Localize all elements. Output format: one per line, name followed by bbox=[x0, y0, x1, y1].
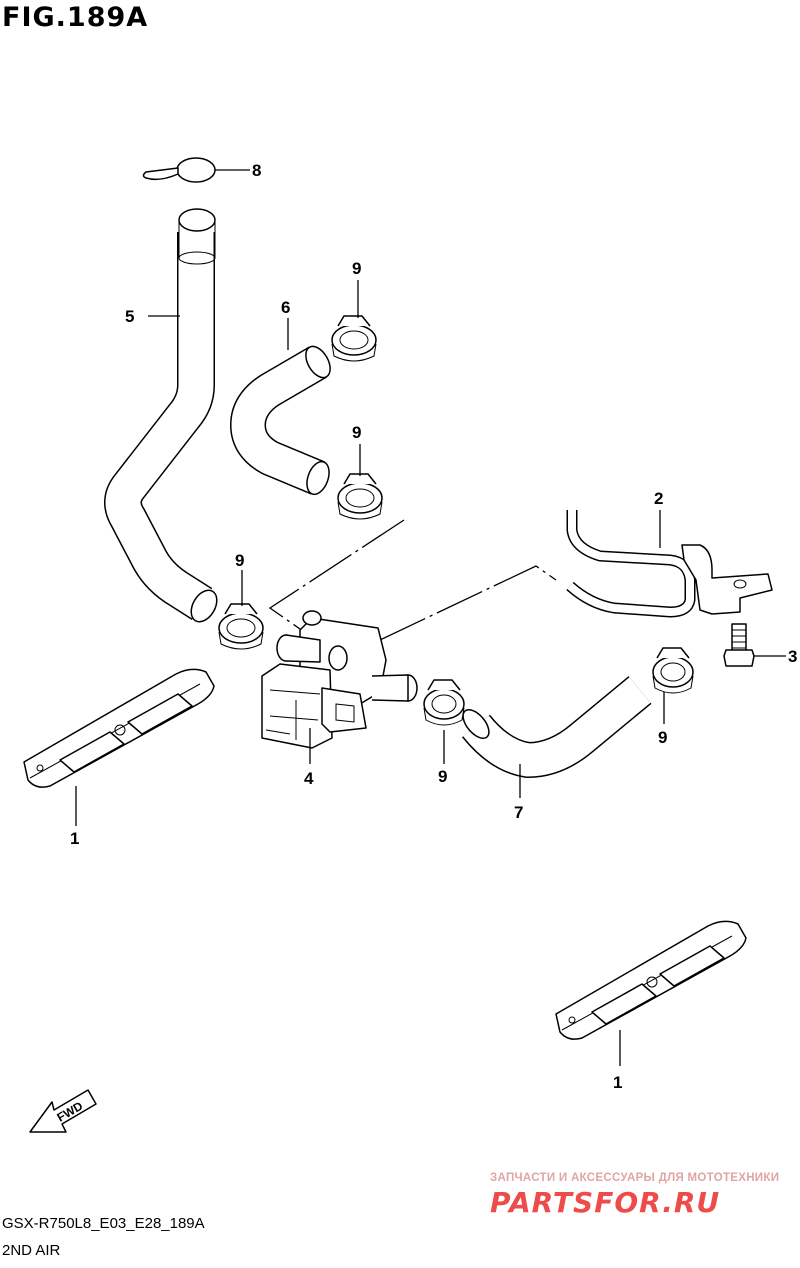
part-5-hose[interactable] bbox=[104, 208, 222, 626]
watermark-logo: PARTSFOR.RU bbox=[490, 1186, 721, 1219]
callout-7: 7 bbox=[514, 803, 523, 822]
watermark-caption: ЗАПЧАСТИ И АКСЕССУАРЫ ДЛЯ МОТОТЕХНИКИ bbox=[490, 1172, 780, 1184]
callout-9a: 9 bbox=[352, 259, 361, 278]
callout-1a: 1 bbox=[70, 829, 79, 848]
callout-9b: 9 bbox=[352, 423, 361, 442]
part-9-clamp-a[interactable] bbox=[331, 315, 377, 362]
callout-3: 3 bbox=[788, 647, 797, 666]
part-2-bracket-pipe[interactable] bbox=[566, 510, 773, 618]
part-9-clamp-c[interactable] bbox=[218, 603, 264, 650]
part-9-clamp-b[interactable] bbox=[337, 473, 383, 520]
part-1-plate-left[interactable] bbox=[23, 668, 215, 788]
callout-8: 8 bbox=[252, 161, 261, 180]
part-1-plate-right[interactable] bbox=[555, 920, 747, 1040]
part-3-bolt[interactable] bbox=[723, 623, 755, 667]
part-9-clamp-e[interactable] bbox=[652, 647, 694, 694]
part-4-air-valve[interactable] bbox=[261, 610, 418, 749]
part-8-cap[interactable] bbox=[142, 157, 216, 183]
part-7-hose[interactable] bbox=[458, 676, 652, 778]
section-name: 2ND AIR bbox=[2, 1242, 61, 1259]
callout-1b: 1 bbox=[613, 1073, 622, 1092]
part-9-clamp-d[interactable] bbox=[423, 679, 465, 726]
model-code: GSX-R750L8_E03_E28_189A bbox=[2, 1215, 205, 1232]
callout-9c: 9 bbox=[235, 551, 244, 570]
callout-4: 4 bbox=[304, 769, 314, 788]
figure-title: FIG.189A bbox=[2, 2, 149, 33]
fwd-arrow-icon: FWD bbox=[29, 1089, 97, 1133]
callout-9e: 9 bbox=[658, 728, 667, 747]
callout-9d: 9 bbox=[438, 767, 447, 786]
callout-6: 6 bbox=[281, 298, 290, 317]
part-6-hose[interactable] bbox=[230, 342, 335, 497]
dashed-connection-lines bbox=[268, 519, 557, 641]
callout-5: 5 bbox=[125, 307, 134, 326]
callout-2: 2 bbox=[654, 489, 663, 508]
